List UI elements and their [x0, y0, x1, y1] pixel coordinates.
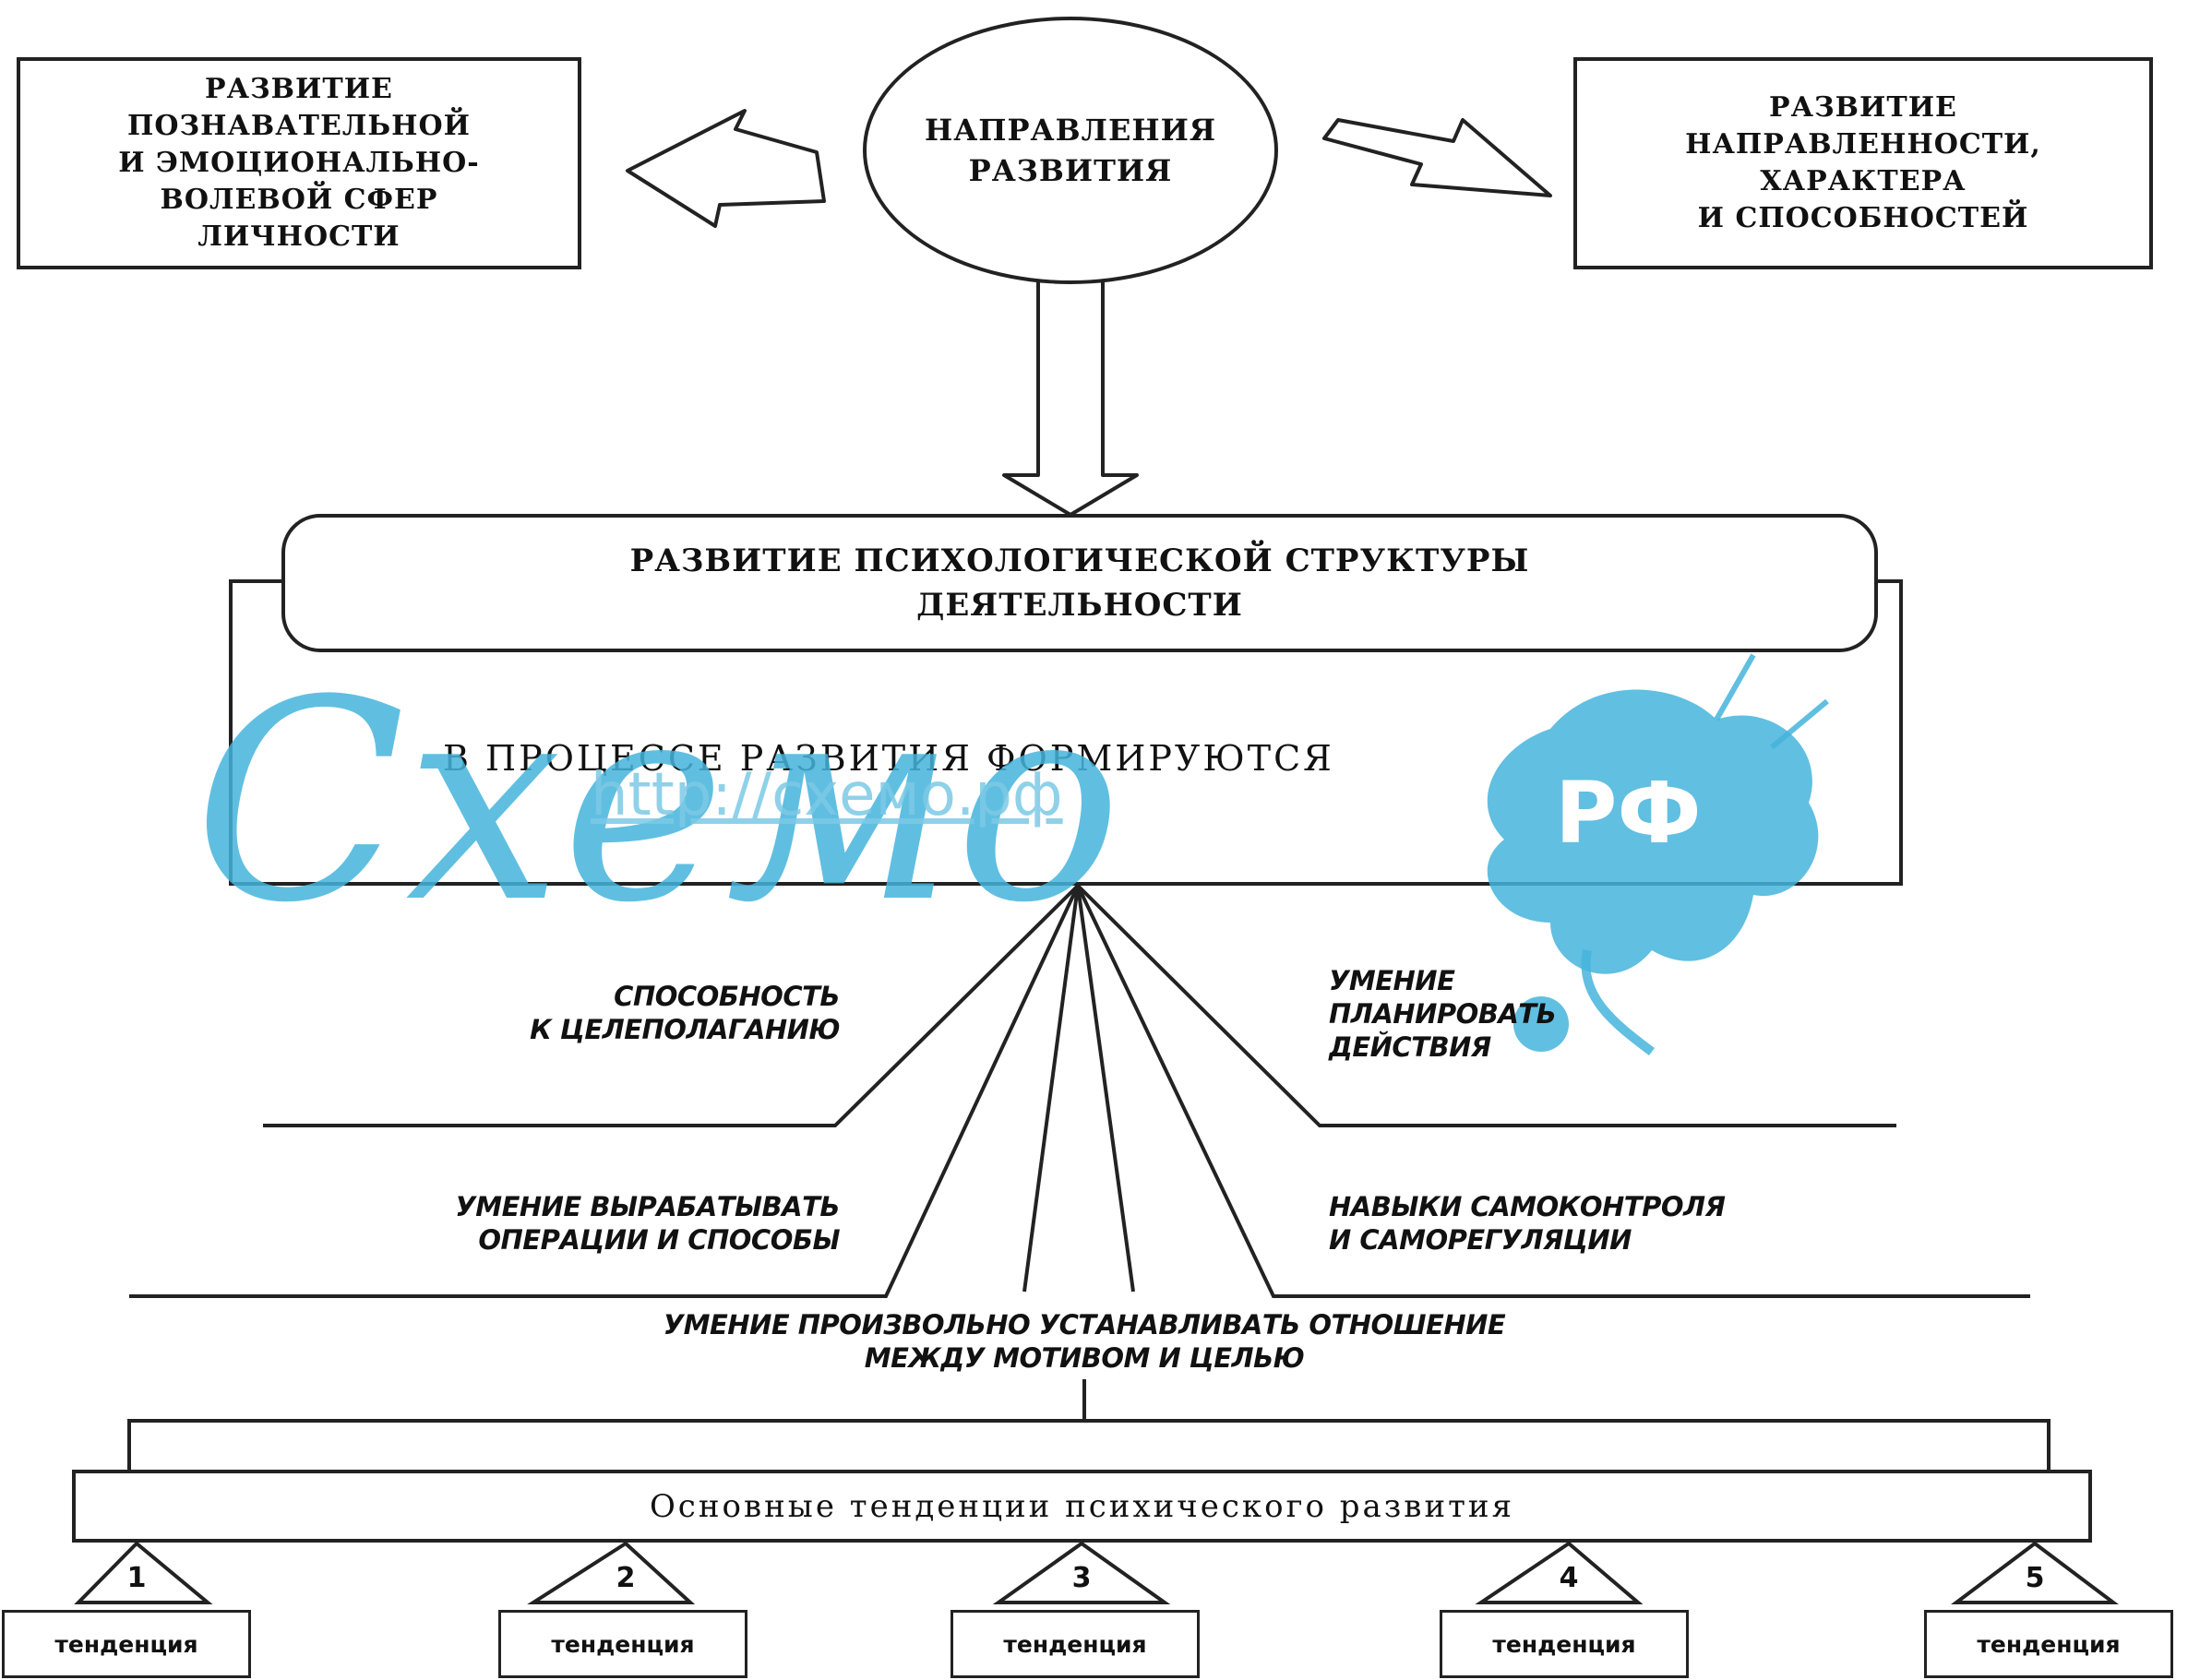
- triangle-3: [992, 1541, 1171, 1604]
- tendency-label-1: тенденция: [54, 1630, 198, 1658]
- tendency-number-4: 4: [1559, 1562, 1579, 1594]
- tendency-label-2: тенденция: [551, 1630, 695, 1658]
- left-box: РАЗВИТИЕ ПОЗНАВАТЕЛЬНОЙ И ЭМОЦИОНАЛЬНО- …: [17, 57, 581, 269]
- label-planning: УМЕНИЕ ПЛАНИРОВАТЬ ДЕЙСТВИЯ: [1329, 965, 1557, 1063]
- watermark-badge: РФ: [1555, 764, 1702, 863]
- label-motive-goal: УМЕНИЕ ПРОИЗВОЛЬНО УСТАНАВЛИВАТЬ ОТНОШЕН…: [663, 1309, 1506, 1374]
- tendency-box-5: тенденция: [1924, 1610, 2173, 1678]
- watermark-url[interactable]: http://схемо.рф: [591, 761, 1063, 829]
- label-operations: УМЕНИЕ ВЫРАБАТЫВАТЬ ОПЕРАЦИИ И СПОСОБЫ: [455, 1191, 840, 1256]
- triangle-2: [527, 1541, 696, 1604]
- arrow-down-to-structure: [1002, 275, 1139, 517]
- watermark-splash: [1487, 653, 1829, 1055]
- left-box-text: РАЗВИТИЕ ПОЗНАВАТЕЛЬНОЙ И ЭМОЦИОНАЛЬНО- …: [118, 73, 480, 253]
- triangle-1: [74, 1541, 213, 1604]
- tendency-number-2: 2: [616, 1562, 636, 1594]
- tendency-label-3: тенденция: [1003, 1630, 1147, 1658]
- tendencies-bar-frame: [72, 1470, 2092, 1543]
- tendency-label-5: тенденция: [1977, 1630, 2121, 1658]
- structure-box-text: РАЗВИТИЕ ПСИХОЛОГИЧЕСКОЙ СТРУКТУРЫ ДЕЯТЕ…: [629, 542, 1530, 624]
- process-text: В ПРОЦЕССЕ РАЗВИТИЯ ФОРМИРУЮТСЯ: [443, 738, 1334, 779]
- tendency-box-3: тенденция: [951, 1610, 1200, 1678]
- right-box-text: РАЗВИТИЕ НАПРАВЛЕННОСТИ, ХАРАКТЕРА И СПО…: [1685, 91, 2041, 234]
- tendencies-bar-text: Основные тенденции психического развития: [649, 1487, 1515, 1525]
- tendency-box-4: тенденция: [1440, 1610, 1689, 1678]
- triangle-4: [1475, 1541, 1644, 1604]
- arrow-to-right-box: [1322, 118, 1552, 197]
- fan-line-goal: [263, 884, 1080, 1127]
- center-circle-text: НАПРАВЛЕНИЯ РАЗВИТИЯ: [924, 113, 1217, 188]
- label-goal-setting: СПОСОБНОСТЬ К ЦЕЛЕПОЛАГАНИЮ: [530, 981, 840, 1045]
- tendency-box-1: тенденция: [2, 1610, 251, 1678]
- tendency-number-3: 3: [1071, 1562, 1092, 1594]
- fan-lines: [129, 884, 2030, 1298]
- arrow-to-left-box: [626, 109, 826, 228]
- fan-line-planning: [1076, 884, 1896, 1127]
- tendency-number-5: 5: [2025, 1562, 2045, 1594]
- structure-box: РАЗВИТИЕ ПСИХОЛОГИЧЕСКОЙ СТРУКТУРЫ ДЕЯТЕ…: [281, 514, 1878, 652]
- triangle-5: [1951, 1541, 2119, 1604]
- right-box: РАЗВИТИЕ НАПРАВЛЕННОСТИ, ХАРАКТЕРА И СПО…: [1573, 57, 2153, 269]
- fan-line-selfcontrol: [1076, 885, 2030, 1298]
- fan-line-center-left: [1022, 885, 1080, 1293]
- fan-line-center-right: [1076, 885, 1135, 1293]
- label-self-control: НАВЫКИ САМОКОНТРОЛЯ И САМОРЕГУЛЯЦИИ: [1329, 1191, 1726, 1256]
- tendency-box-2: тенденция: [498, 1610, 747, 1678]
- center-circle: НАПРАВЛЕНИЯ РАЗВИТИЯ: [863, 17, 1278, 284]
- tendency-label-4: тенденция: [1492, 1630, 1636, 1658]
- tendency-number-1: 1: [126, 1562, 147, 1594]
- fan-line-operations: [129, 885, 1080, 1298]
- tendencies-bracket: [127, 1379, 2051, 1471]
- tendency-triangles: [74, 1541, 2119, 1604]
